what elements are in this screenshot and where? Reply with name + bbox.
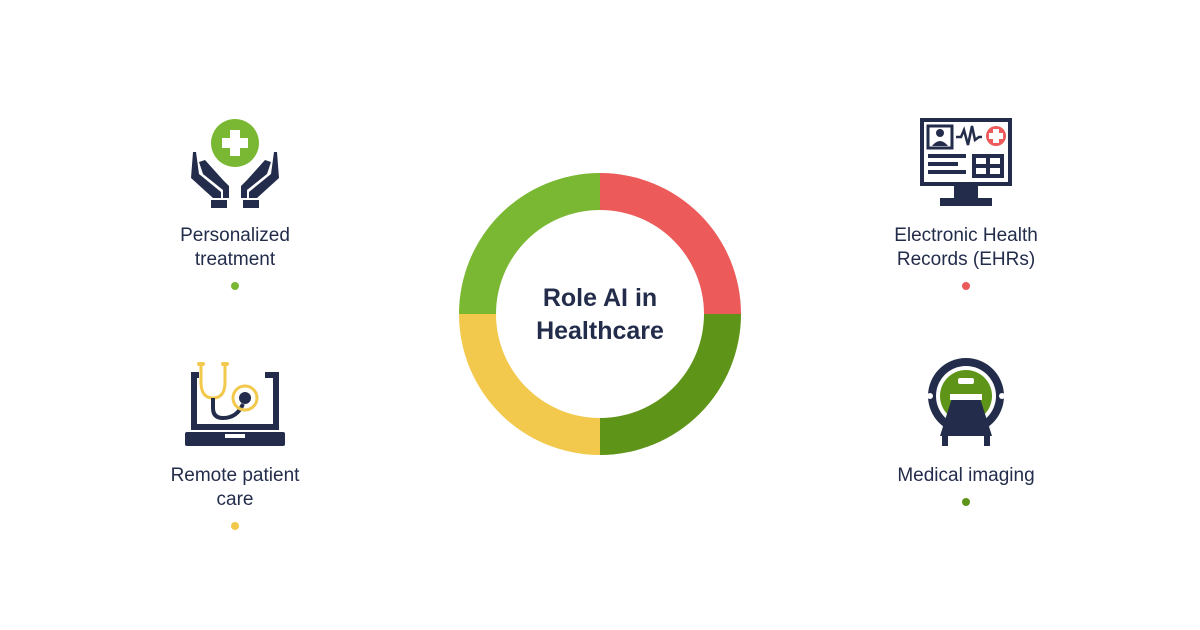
item-electronic-health-records: Electronic Health Records (EHRs) bbox=[846, 118, 1086, 290]
ring-segment-red bbox=[600, 173, 741, 314]
item-label: Remote patient care bbox=[171, 464, 300, 512]
item-personalized-treatment: Personalized treatment bbox=[115, 118, 355, 290]
hands-medical-cross-icon bbox=[191, 119, 279, 208]
label-line2: care bbox=[216, 489, 254, 510]
label-line1: Personalized bbox=[180, 225, 290, 246]
mri-scanner-icon bbox=[927, 358, 1005, 446]
indicator-dot bbox=[231, 282, 239, 290]
center-title: Role AI in Healthcare bbox=[500, 282, 700, 348]
center-title-line1: Role AI in bbox=[542, 284, 658, 312]
label-line2: Records (EHRs) bbox=[896, 249, 1036, 270]
ring-segment-yellow bbox=[459, 314, 600, 455]
ehr-monitor-icon bbox=[920, 118, 1012, 206]
indicator-dot bbox=[962, 282, 970, 290]
donut-ring bbox=[459, 173, 741, 455]
item-medical-imaging: Medical imaging bbox=[846, 358, 1086, 506]
label-line2: treatment bbox=[194, 249, 276, 270]
item-label: Electronic Health Records (EHRs) bbox=[894, 224, 1038, 272]
indicator-dot bbox=[231, 522, 239, 530]
ring-segment-light-green bbox=[459, 173, 600, 314]
center-title-line2: Healthcare bbox=[536, 317, 664, 345]
indicator-dot bbox=[962, 498, 970, 506]
label-line1: Electronic Health bbox=[894, 225, 1038, 246]
item-label: Medical imaging bbox=[897, 464, 1034, 488]
label-line1: Remote patient bbox=[170, 465, 300, 486]
label-line1: Medical imaging bbox=[897, 465, 1035, 486]
laptop-stethoscope-icon bbox=[185, 362, 285, 446]
item-remote-patient-care: Remote patient care bbox=[115, 358, 355, 530]
ring-segment-dark-green bbox=[600, 314, 741, 455]
item-label: Personalized treatment bbox=[180, 224, 290, 272]
